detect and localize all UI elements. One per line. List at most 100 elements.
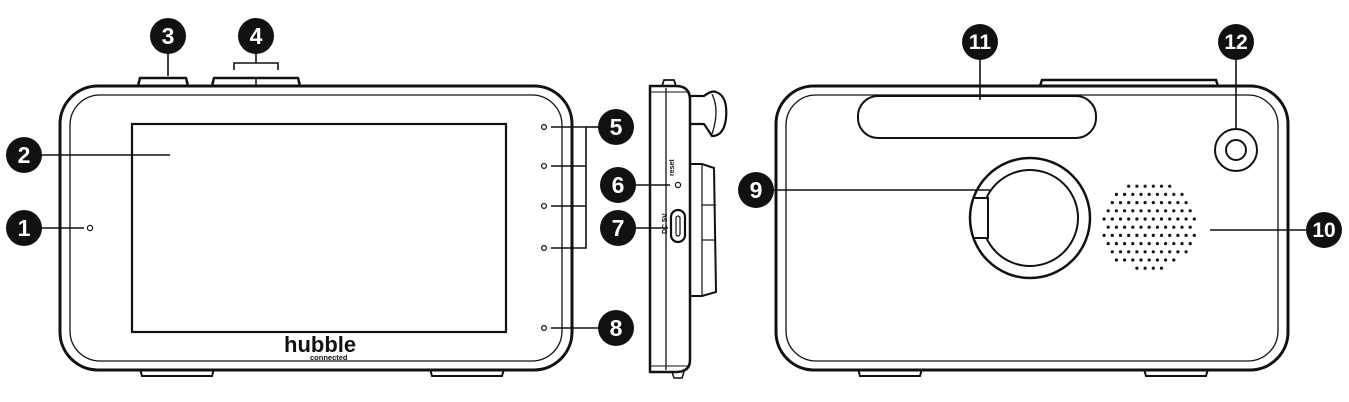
speaker-hole [1110, 233, 1114, 237]
speaker-hole [1102, 233, 1106, 237]
speaker-hole [1155, 242, 1159, 246]
speaker-hole [1176, 233, 1180, 237]
speaker-hole [1127, 217, 1131, 221]
leader-lines [38, 52, 1306, 329]
speaker-hole [1155, 225, 1159, 229]
speaker-hole [1143, 266, 1147, 270]
speaker-hole [1143, 233, 1147, 237]
speaker-hole [1151, 266, 1155, 270]
led-dot-3 [540, 203, 547, 210]
speaker-hole [1172, 258, 1176, 262]
callout-12: 12 [1218, 24, 1254, 60]
callout-5: 5 [598, 109, 634, 145]
speaker-hole [1164, 192, 1168, 196]
reset-pinhole [674, 181, 682, 189]
stand-ring-inner [981, 169, 1079, 267]
speaker-hole [1131, 209, 1135, 213]
speaker-hole [1168, 184, 1172, 188]
speaker-hole [1147, 209, 1151, 213]
side-body [648, 84, 692, 374]
callout-2-label: 2 [18, 142, 31, 168]
speaker-hole [1143, 201, 1147, 205]
callout-6-label: 6 [612, 172, 625, 198]
camera-ring-inner [1225, 139, 1247, 161]
speaker-hole [1147, 225, 1151, 229]
back-foot-right [1143, 368, 1209, 377]
side-knob [690, 90, 728, 138]
callout-5-label: 5 [610, 114, 623, 140]
front-foot-left [139, 368, 215, 377]
top-button-left [136, 76, 190, 87]
speaker-hole [1176, 250, 1180, 254]
callout-10: 10 [1306, 212, 1342, 248]
speaker-hole [1168, 217, 1172, 221]
callout-3-label: 3 [162, 23, 175, 49]
speaker-hole [1159, 184, 1164, 188]
speaker-hole [1102, 217, 1106, 221]
speaker-hole [1184, 217, 1188, 221]
speaker-hole [1188, 242, 1192, 246]
speaker-hole [1123, 225, 1127, 229]
speaker-hole [1168, 233, 1172, 237]
speaker-hole [1176, 201, 1180, 205]
speaker-hole [1139, 242, 1143, 246]
speaker-hole [1106, 209, 1110, 213]
speaker-hole [1139, 192, 1143, 196]
reset-label: reset [669, 159, 676, 176]
side-view [648, 79, 728, 379]
callout-8-label: 8 [610, 315, 623, 341]
light-sensor-dot [540, 325, 547, 332]
speaker-hole [1139, 225, 1143, 229]
speaker-hole [1159, 217, 1164, 221]
speaker-hole [1155, 192, 1159, 196]
speaker-hole [1114, 192, 1118, 196]
callout-4-label: 4 [250, 23, 263, 49]
back-body [774, 84, 1290, 372]
callout-7: 7 [600, 210, 636, 246]
callout-2: 2 [6, 137, 42, 173]
led-dot-2 [540, 163, 547, 170]
callout-4: 4 [238, 18, 274, 54]
speaker-hole [1184, 250, 1188, 254]
dc-label: DC 5V [662, 213, 669, 234]
speaker-hole [1172, 242, 1176, 246]
speaker-hole [1151, 217, 1155, 221]
speaker-hole [1172, 192, 1176, 196]
speaker-hole [1159, 233, 1164, 237]
side-stand [690, 163, 718, 297]
speaker-hole [1151, 233, 1155, 237]
back-view [774, 78, 1290, 377]
camera-ring-outer [1214, 128, 1258, 172]
speaker-hole [1114, 242, 1118, 246]
speaker-hole [1110, 217, 1114, 221]
speaker-hole [1106, 225, 1110, 229]
speaker-hole [1159, 266, 1164, 270]
speaker-hole [1176, 217, 1180, 221]
speaker-hole [1147, 192, 1151, 196]
speaker-hole [1131, 258, 1135, 262]
callout-12-label: 12 [1224, 31, 1247, 54]
speaker-hole [1147, 242, 1151, 246]
back-bezel [785, 94, 1279, 362]
callout-3: 3 [150, 18, 186, 54]
speaker-hole [1123, 209, 1127, 213]
callout-9: 9 [738, 172, 774, 208]
handle-slot [857, 95, 1097, 139]
speaker-hole [1118, 250, 1123, 254]
speaker-hole [1188, 209, 1192, 213]
brand-tagline: connected [310, 353, 348, 362]
speaker-hole [1159, 250, 1164, 254]
back-foot-left [857, 368, 923, 377]
speaker-hole [1110, 201, 1114, 205]
stand-ring-outer [968, 156, 1092, 280]
speaker-hole [1135, 217, 1139, 221]
speaker-hole [1168, 250, 1172, 254]
speaker-hole [1155, 209, 1159, 213]
front-bezel [69, 94, 563, 362]
speaker-hole [1151, 250, 1155, 254]
speaker-hole [1114, 225, 1118, 229]
speaker-hole [1135, 184, 1139, 188]
speaker-hole [1127, 250, 1131, 254]
